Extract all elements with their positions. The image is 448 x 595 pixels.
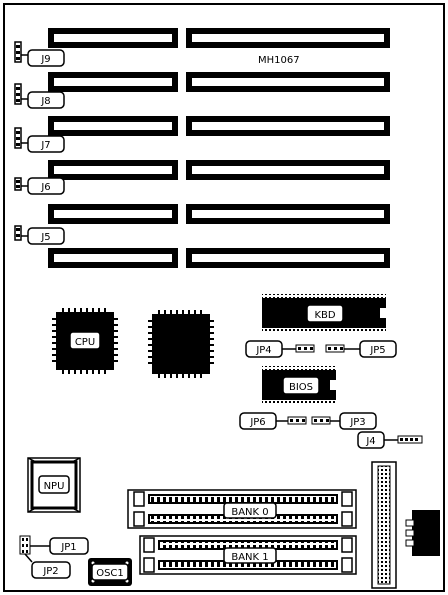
- jp1-label: JP1: [60, 542, 76, 553]
- j9-label: J9: [40, 54, 50, 65]
- connector-j8: J8: [14, 83, 65, 109]
- board-model-label: MH1067: [258, 55, 300, 66]
- slot-row-3: [48, 116, 390, 136]
- jp5-label: JP5: [369, 345, 385, 356]
- jumper-jp6: JP6: [239, 412, 307, 430]
- expansion-slots: [48, 28, 390, 268]
- connector-j7: J7: [14, 127, 65, 153]
- jp3-label-box: [339, 412, 377, 430]
- jumper-jp5: JP5: [325, 340, 397, 358]
- slot-row-1: [48, 28, 390, 48]
- j8-label-box: [27, 91, 65, 109]
- jp4-label: JP4: [255, 345, 271, 356]
- osc-label: OSC1: [96, 568, 124, 579]
- kbd-label: KBD: [314, 310, 335, 321]
- chipset-chip: [148, 310, 214, 378]
- j9-label-box: [27, 49, 65, 67]
- slot-row-6: [48, 248, 390, 268]
- bios-label-box: [282, 376, 320, 395]
- jp2-label-box: [31, 561, 71, 579]
- oscillator: OSC1: [88, 558, 132, 586]
- npu-label-box: [38, 475, 70, 494]
- connector-j9: J9: [14, 41, 65, 67]
- bank1-label: BANK 1: [231, 552, 268, 563]
- kbd-label-box: [306, 304, 344, 323]
- bios-label: BIOS: [289, 382, 313, 393]
- jumper-jp4: JP4: [245, 340, 315, 358]
- jumper-jp3: JP3: [311, 412, 377, 430]
- jp1-label-box: [49, 537, 89, 555]
- npu-label: NPU: [44, 481, 65, 492]
- jp2-label: JP2: [42, 566, 58, 577]
- bank1-label-box: [223, 547, 277, 564]
- slot-row-5: [48, 204, 390, 224]
- j6-label: J6: [40, 182, 50, 193]
- connector-j5: J5: [14, 225, 65, 245]
- j7-label: J7: [40, 140, 50, 151]
- bank0-label: BANK 0: [231, 507, 268, 518]
- j4-label: J4: [365, 436, 375, 447]
- memory-bank-0: BANK 0: [127, 489, 357, 529]
- cpu-label-box: [69, 331, 101, 350]
- osc-label-box: [91, 563, 129, 581]
- jp5-label-box: [359, 340, 397, 358]
- jp3-label: JP3: [349, 417, 365, 428]
- jumper-jp1-jp2: JP1 JP2: [19, 535, 89, 579]
- connector-j6: J6: [14, 177, 65, 195]
- j7-label-box: [27, 135, 65, 153]
- kbd-chip: KBD: [262, 294, 386, 332]
- memory-bank-1: BANK 1: [139, 535, 357, 575]
- slot-row-4: [48, 160, 390, 180]
- npu-socket: NPU: [27, 457, 81, 513]
- bios-chip: BIOS: [262, 366, 336, 404]
- slot-row-2: [48, 72, 390, 92]
- cpu-label: CPU: [75, 337, 95, 348]
- cpu-chip: CPU: [52, 308, 118, 374]
- j8-label: J8: [40, 96, 50, 107]
- bank0-label-box: [223, 502, 277, 519]
- j6-label-box: [27, 177, 65, 195]
- j5-label: J5: [40, 232, 50, 243]
- keyboard-connector: [405, 510, 440, 556]
- jp6-label: JP6: [249, 417, 265, 428]
- power-connector: [371, 461, 397, 589]
- connector-j4: J4: [357, 431, 423, 449]
- j5-label-box: [27, 227, 65, 245]
